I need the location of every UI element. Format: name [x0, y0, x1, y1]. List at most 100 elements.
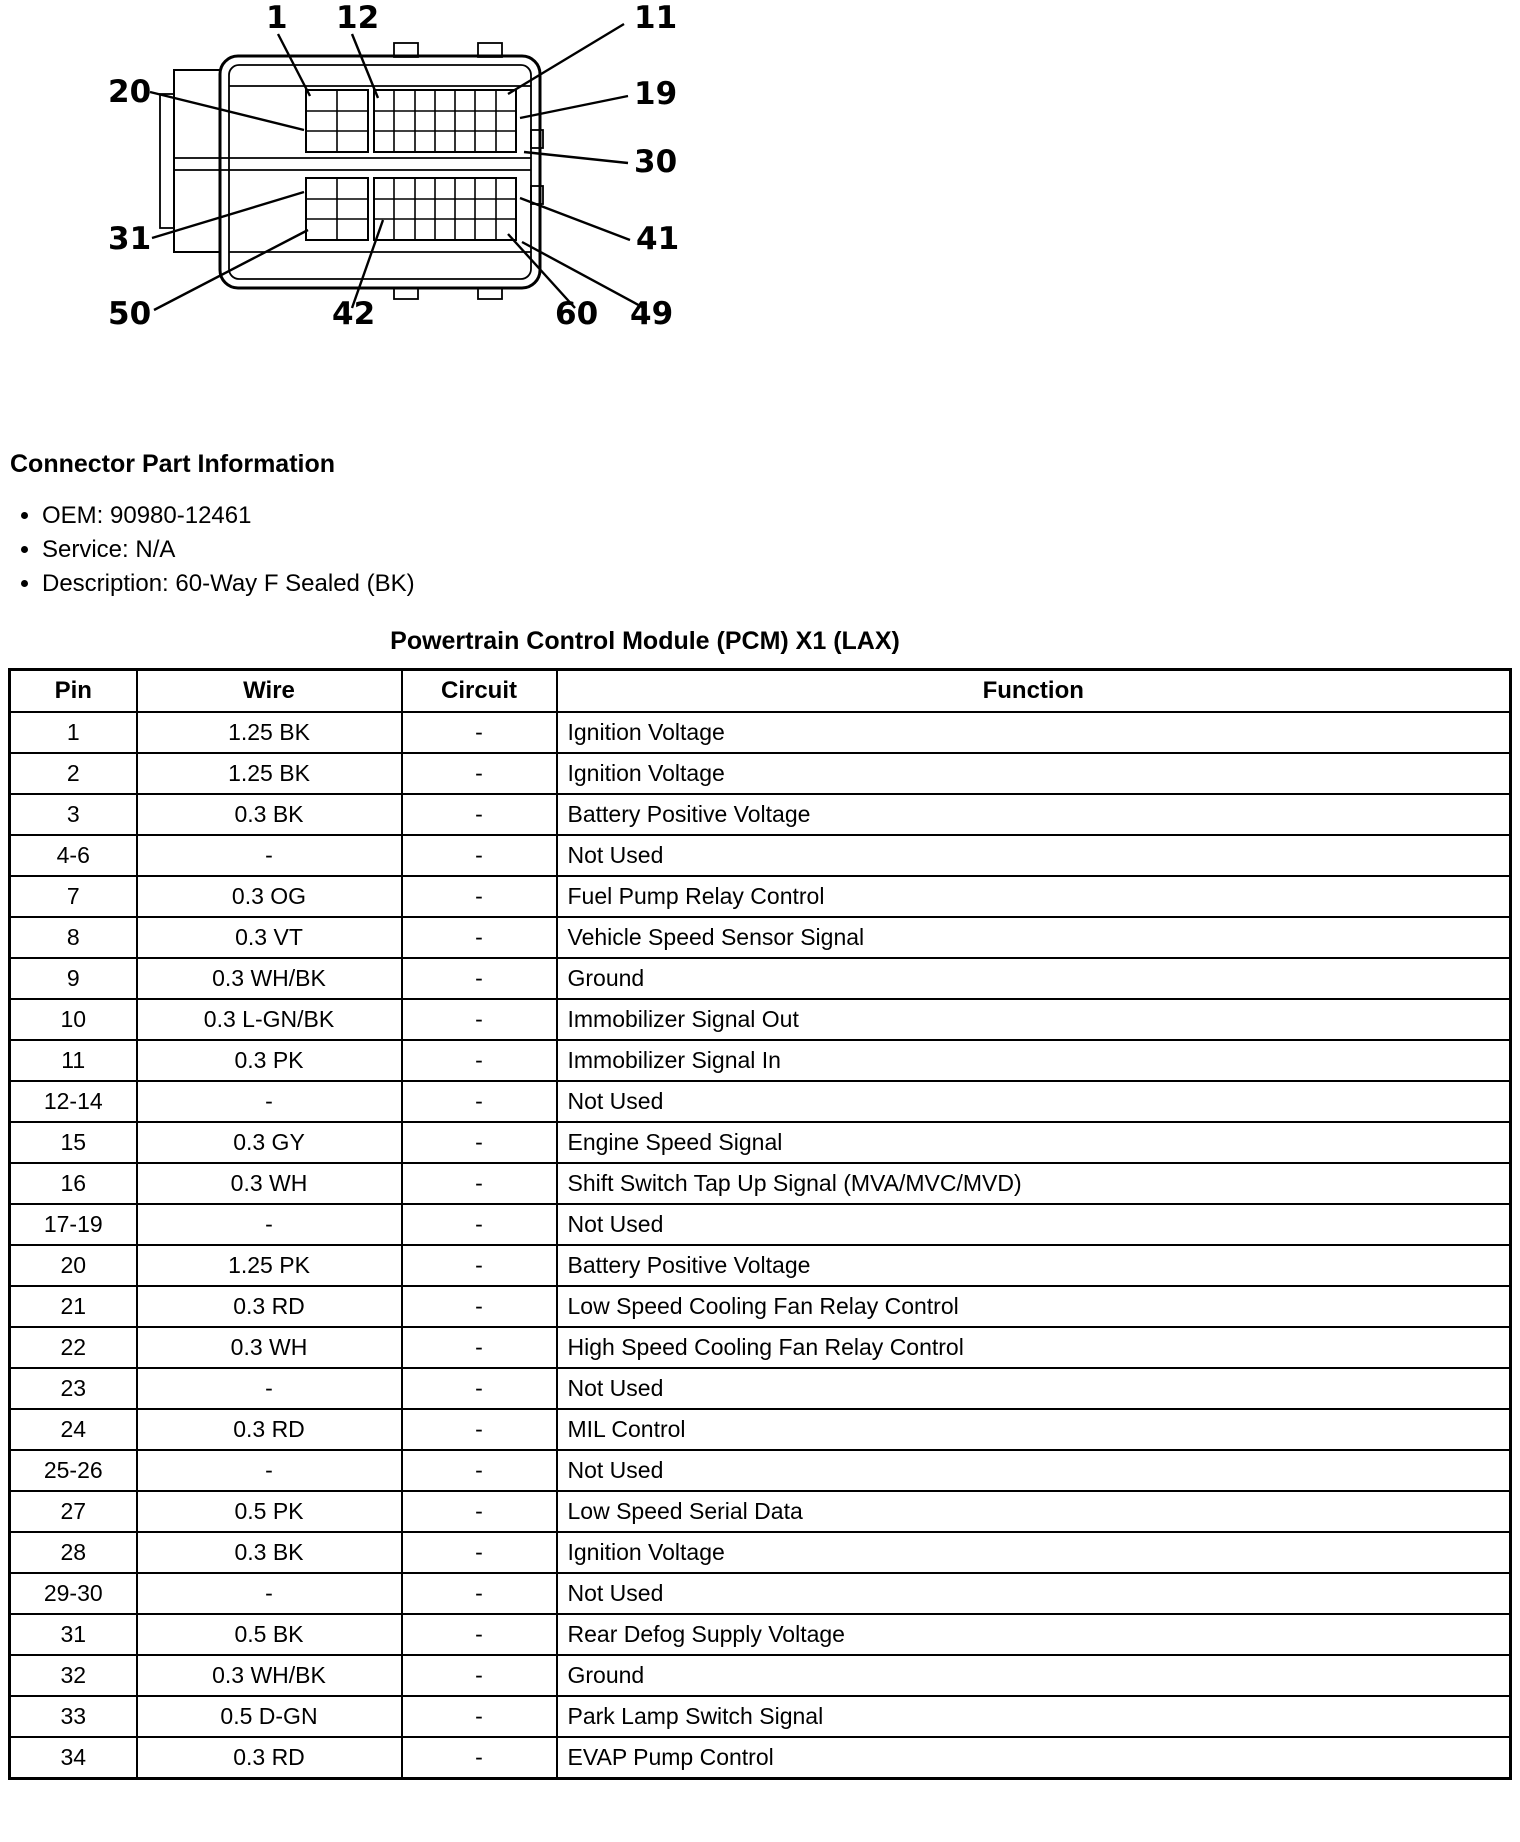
cell-wire: 0.3 OG	[135, 875, 403, 918]
cell-pin: 16	[8, 1162, 138, 1205]
cell-wire: 0.3 RD	[135, 1285, 403, 1328]
cell-circuit: -	[400, 711, 558, 754]
table-row: 17-19--Not Used	[8, 1203, 1512, 1246]
cell-pin: 22	[8, 1326, 138, 1369]
table-row: 23--Not Used	[8, 1367, 1512, 1410]
cell-circuit: -	[400, 1080, 558, 1123]
header-row: Pin Wire Circuit Function	[8, 668, 1512, 713]
cell-circuit: -	[400, 1572, 558, 1615]
part-info-item-service: Service: N/A	[42, 533, 1520, 567]
cell-function: Ground	[555, 957, 1512, 1000]
cell-wire: 0.3 WH	[135, 1326, 403, 1369]
cell-function: Immobilizer Signal Out	[555, 998, 1512, 1041]
cell-wire: 0.3 WH/BK	[135, 1654, 403, 1697]
cell-wire: -	[135, 1367, 403, 1410]
part-info-list: OEM: 90980-12461 Service: N/A Descriptio…	[16, 499, 1520, 601]
cell-wire: 0.3 RD	[135, 1408, 403, 1451]
cell-function: Not Used	[555, 1572, 1512, 1615]
cell-pin: 34	[8, 1736, 138, 1780]
cell-pin: 15	[8, 1121, 138, 1164]
part-info-item-description: Description: 60-Way F Sealed (BK)	[42, 567, 1520, 601]
cell-wire: 0.3 PK	[135, 1039, 403, 1082]
cell-wire: -	[135, 1572, 403, 1615]
cell-function: Low Speed Cooling Fan Relay Control	[555, 1285, 1512, 1328]
pin-callout-label: 20	[108, 74, 151, 110]
cell-function: Ignition Voltage	[555, 752, 1512, 795]
pin-callout-label: 30	[634, 144, 677, 180]
col-header-function: Function	[555, 668, 1512, 713]
cell-pin: 2	[8, 752, 138, 795]
cell-pin: 17-19	[8, 1203, 138, 1246]
cell-circuit: -	[400, 998, 558, 1041]
cell-wire: 0.3 BK	[135, 1531, 403, 1574]
pin-callout-label: 12	[336, 0, 379, 36]
cell-wire: 0.3 L-GN/BK	[135, 998, 403, 1041]
cell-circuit: -	[400, 1326, 558, 1369]
cell-function: Ignition Voltage	[555, 1531, 1512, 1574]
pin-callout-label: 31	[108, 221, 151, 257]
pin-callout-label: 19	[634, 76, 677, 112]
cell-function: Shift Switch Tap Up Signal (MVA/MVC/MVD)	[555, 1162, 1512, 1205]
cell-wire: 0.3 GY	[135, 1121, 403, 1164]
cell-pin: 10	[8, 998, 138, 1041]
cell-circuit: -	[400, 752, 558, 795]
cell-function: High Speed Cooling Fan Relay Control	[555, 1326, 1512, 1369]
cell-circuit: -	[400, 1203, 558, 1246]
cell-wire: 1.25 BK	[135, 711, 403, 754]
cell-circuit: -	[400, 793, 558, 836]
table-row: 29-30--Not Used	[8, 1572, 1512, 1615]
cell-wire: 0.3 VT	[135, 916, 403, 959]
col-header-wire: Wire	[135, 668, 403, 713]
cell-function: Not Used	[555, 1449, 1512, 1492]
cell-pin: 8	[8, 916, 138, 959]
cell-wire: -	[135, 1203, 403, 1246]
pin-callout-label: 1	[266, 0, 288, 36]
cell-function: Not Used	[555, 1203, 1512, 1246]
cell-pin: 32	[8, 1654, 138, 1697]
pin-callout-label: 49	[630, 296, 673, 332]
cell-pin: 21	[8, 1285, 138, 1328]
cell-circuit: -	[400, 1408, 558, 1451]
cell-pin: 11	[8, 1039, 138, 1082]
pin-callout-label: 41	[636, 221, 679, 257]
cell-circuit: -	[400, 1367, 558, 1410]
cell-pin: 7	[8, 875, 138, 918]
callout-labels: 1 12 11 20 19 30 31 41 50 42 60 49	[108, 0, 679, 332]
cell-circuit: -	[400, 1654, 558, 1697]
cell-function: Low Speed Serial Data	[555, 1490, 1512, 1533]
cell-wire: 0.3 WH	[135, 1162, 403, 1205]
cell-function: Immobilizer Signal In	[555, 1039, 1512, 1082]
cell-circuit: -	[400, 916, 558, 959]
cell-circuit: -	[400, 1613, 558, 1656]
cell-circuit: -	[400, 1449, 558, 1492]
cell-pin: 20	[8, 1244, 138, 1287]
cell-circuit: -	[400, 1531, 558, 1574]
pin-callout-label: 11	[634, 0, 677, 36]
part-info-item-oem: OEM: 90980-12461	[42, 499, 1520, 533]
cell-pin: 9	[8, 957, 138, 1000]
cell-pin: 31	[8, 1613, 138, 1656]
cell-circuit: -	[400, 1285, 558, 1328]
table-row: 12-14--Not Used	[8, 1080, 1512, 1123]
part-info-heading: Connector Part Information	[10, 450, 336, 478]
cell-pin: 24	[8, 1408, 138, 1451]
connector-diagram-svg: 1 12 11 20 19 30 31 41 50 42 60 49	[108, 0, 679, 332]
cell-function: Fuel Pump Relay Control	[555, 875, 1512, 918]
cell-pin: 12-14	[8, 1080, 138, 1123]
cell-wire: 0.3 WH/BK	[135, 957, 403, 1000]
